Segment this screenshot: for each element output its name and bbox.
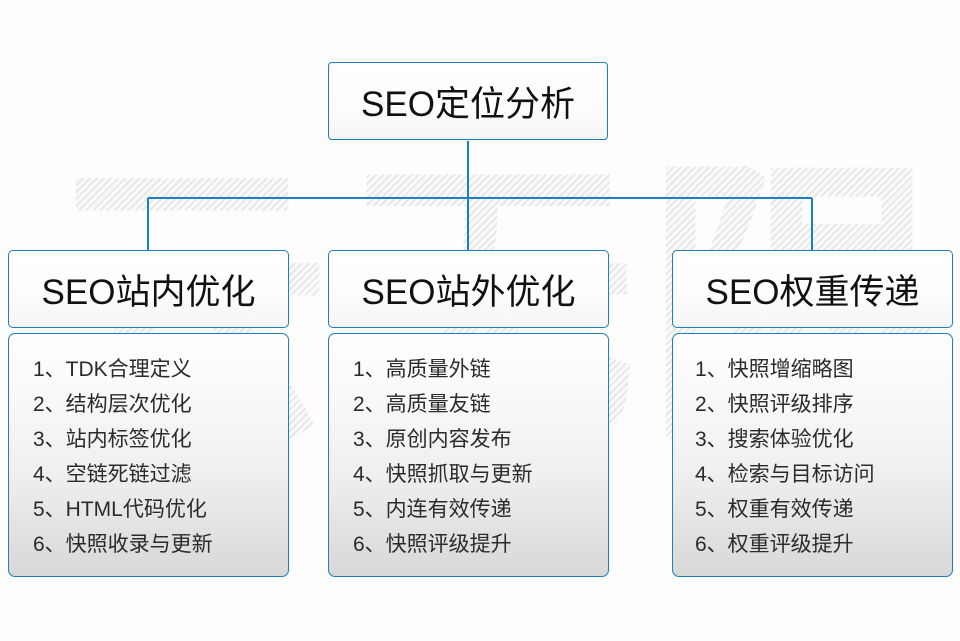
branch-list-2: 1、快照增缩略图 2、快照评级排序 3、搜索体验优化 4、检索与目标访问 5、权… xyxy=(673,352,952,562)
list-item: 3、原创内容发布 xyxy=(353,428,512,451)
list-item: 1、快照增缩略图 xyxy=(695,358,854,381)
branch-title-0: SEO站内优化 xyxy=(41,272,256,312)
list-item: 5、HTML代码优化 xyxy=(33,498,207,521)
root-node[interactable]: SEO定位分析 xyxy=(328,62,608,140)
branch-column-0: SEO站内优化 1、TDK合理定义 2、结构层次优化 3、站内标签优化 4、空链… xyxy=(8,250,289,577)
branch-title-1: SEO站外优化 xyxy=(361,272,576,312)
branch-body-1: 1、高质量外链 2、高质量友链 3、原创内容发布 4、快照抓取与更新 5、内连有… xyxy=(328,333,609,577)
list-item: 6、快照收录与更新 xyxy=(33,533,213,556)
branch-list-1: 1、高质量外链 2、高质量友链 3、原创内容发布 4、快照抓取与更新 5、内连有… xyxy=(329,352,608,562)
list-item: 3、站内标签优化 xyxy=(33,428,192,451)
branch-title-2: SEO权重传递 xyxy=(705,272,920,312)
list-item: 3、搜索体验优化 xyxy=(695,428,854,451)
list-item: 5、权重有效传递 xyxy=(695,498,854,521)
list-item: 6、快照评级提升 xyxy=(353,533,512,556)
list-item: 4、检索与目标访问 xyxy=(695,463,875,486)
branch-column-2: SEO权重传递 1、快照增缩略图 2、快照评级排序 3、搜索体验优化 4、检索与… xyxy=(672,250,953,577)
list-item: 1、高质量外链 xyxy=(353,358,491,381)
list-item: 4、空链死链过滤 xyxy=(33,463,192,486)
list-item: 2、结构层次优化 xyxy=(33,393,192,416)
branch-body-2: 1、快照增缩略图 2、快照评级排序 3、搜索体验优化 4、检索与目标访问 5、权… xyxy=(672,333,953,577)
list-item: 1、TDK合理定义 xyxy=(33,358,192,381)
branch-column-1: SEO站外优化 1、高质量外链 2、高质量友链 3、原创内容发布 4、快照抓取与… xyxy=(328,250,609,577)
root-node-box[interactable]: SEO定位分析 xyxy=(328,62,608,140)
branch-body-0: 1、TDK合理定义 2、结构层次优化 3、站内标签优化 4、空链死链过滤 5、H… xyxy=(8,333,289,577)
list-item: 6、权重评级提升 xyxy=(695,533,854,556)
branch-header-2[interactable]: SEO权重传递 xyxy=(672,250,953,328)
branch-header-1[interactable]: SEO站外优化 xyxy=(328,250,609,328)
root-node-title: SEO定位分析 xyxy=(361,84,575,124)
list-item: 5、内连有效传递 xyxy=(353,498,512,521)
list-item: 2、高质量友链 xyxy=(353,393,491,416)
branch-header-0[interactable]: SEO站内优化 xyxy=(8,250,289,328)
branch-list-0: 1、TDK合理定义 2、结构层次优化 3、站内标签优化 4、空链死链过滤 5、H… xyxy=(9,352,288,562)
list-item: 4、快照抓取与更新 xyxy=(353,463,533,486)
list-item: 2、快照评级排序 xyxy=(695,393,854,416)
